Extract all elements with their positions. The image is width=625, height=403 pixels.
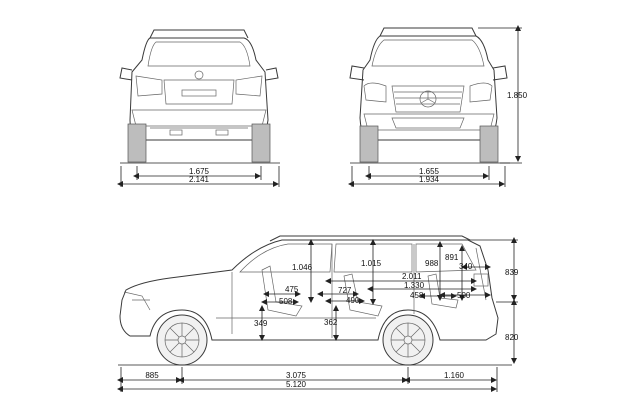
overall-length-label: 5.120 xyxy=(286,380,307,389)
rear-left-tire xyxy=(127,123,147,163)
rear-view: 1.675 2.141 xyxy=(117,29,280,187)
third-row-340-label: 340 xyxy=(459,262,473,271)
seat-depth-second-label: 490 xyxy=(346,296,360,305)
second-row-seat xyxy=(343,273,383,317)
front-view: 1.850 1.655 1.934 xyxy=(348,25,528,187)
interior-length-2-label: 1.330 xyxy=(404,281,425,290)
side-view: 1.046 1.015 988 891 2.011 1.330 475 508 … xyxy=(117,235,519,392)
seat-height-front-label: 349 xyxy=(254,319,268,328)
front-left-tire xyxy=(359,125,379,163)
rear-track-label: 1.675 xyxy=(189,167,210,176)
wheelbase-label: 3.075 xyxy=(286,371,307,380)
seat-depth-front-label: 508 xyxy=(279,297,293,306)
third-row-458-label: 458 xyxy=(410,291,424,300)
headroom-third-label: 988 xyxy=(425,259,439,268)
rear-wheel xyxy=(382,314,434,366)
front-width-label: 1.934 xyxy=(419,175,440,184)
third-row-seat xyxy=(427,273,459,309)
seat-height-second-label: 362 xyxy=(324,318,338,327)
rear-right-tire xyxy=(251,123,271,163)
rear-width-label: 2.141 xyxy=(189,175,210,184)
legroom-front-label: 475 xyxy=(285,285,299,294)
upper-height-label: 839 xyxy=(505,268,519,277)
lower-height-label: 820 xyxy=(505,333,519,342)
front-wheel xyxy=(156,314,208,366)
front-height-label: 1.850 xyxy=(507,91,528,100)
cargo-500-label: 500 xyxy=(457,291,471,300)
front-right-tire xyxy=(479,125,499,163)
headroom-cargo-label: 891 xyxy=(445,253,459,262)
front-overhang-label: 885 xyxy=(145,371,159,380)
front-track-label: 1.655 xyxy=(419,167,440,176)
interior-length-1-label: 2.011 xyxy=(402,272,422,281)
rear-overhang-label: 1.160 xyxy=(444,371,465,380)
legroom-second-label: 727 xyxy=(338,286,352,295)
headroom-front-label: 1.046 xyxy=(292,263,313,272)
headroom-second-label: 1.015 xyxy=(361,259,382,268)
front-seat xyxy=(261,265,303,317)
